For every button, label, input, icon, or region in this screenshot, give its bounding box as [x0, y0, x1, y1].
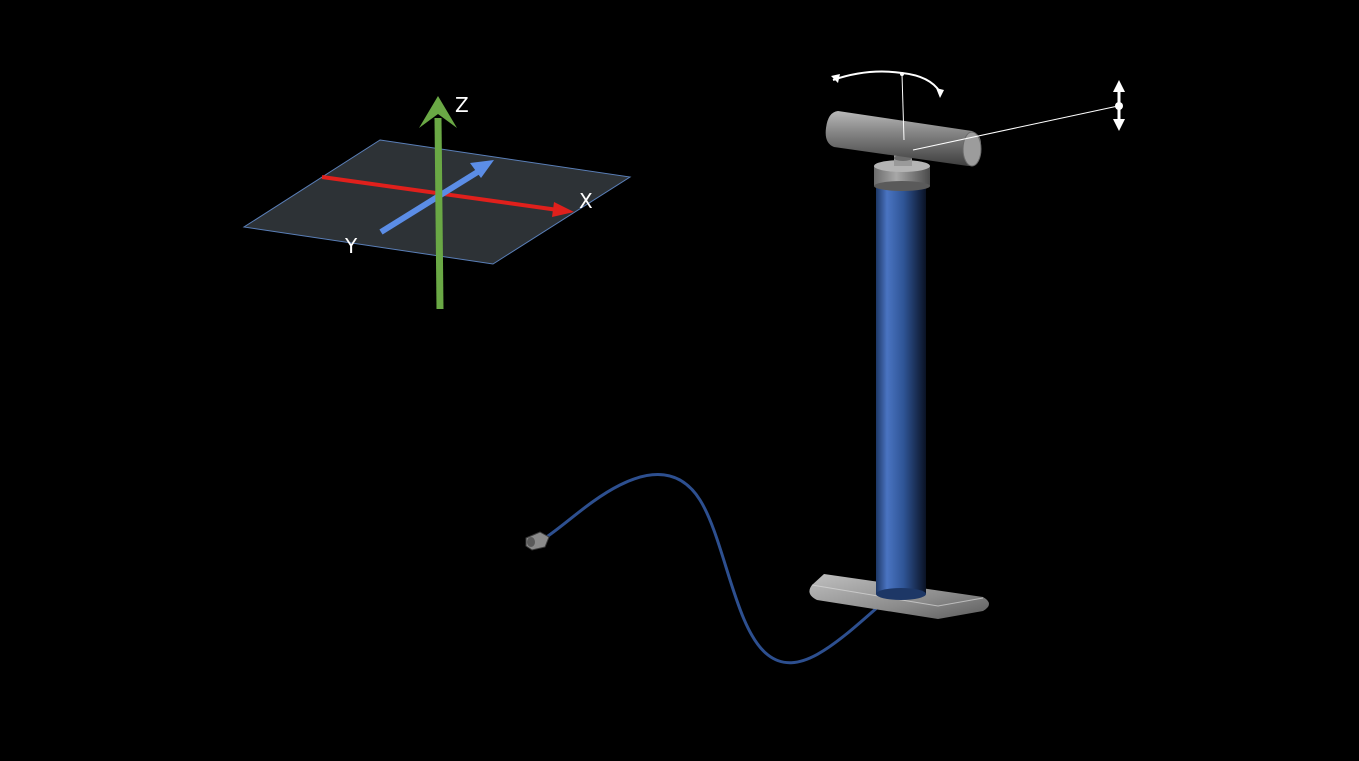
pump-t-handle[interactable] [825, 111, 982, 167]
y-axis-label: Y [344, 234, 358, 258]
coordinate-axes: X Y Z [242, 93, 632, 310]
x-axis-label: X [579, 189, 593, 213]
y-axis [379, 165, 486, 235]
hose-nozzle [525, 531, 550, 551]
z-axis-label: Z [455, 93, 469, 117]
vertical-double-arrow-icon[interactable] [912, 80, 1125, 151]
pump-hose [544, 473, 889, 665]
x-axis-arrowhead [552, 202, 574, 217]
pump-barrel [876, 182, 926, 594]
rotate-arrow-icon[interactable] [831, 70, 944, 141]
floor-pump[interactable] [525, 70, 1125, 665]
z-axis [434, 117, 444, 310]
y-axis-arrowhead [470, 160, 494, 178]
z-axis-arrowhead [419, 96, 457, 128]
